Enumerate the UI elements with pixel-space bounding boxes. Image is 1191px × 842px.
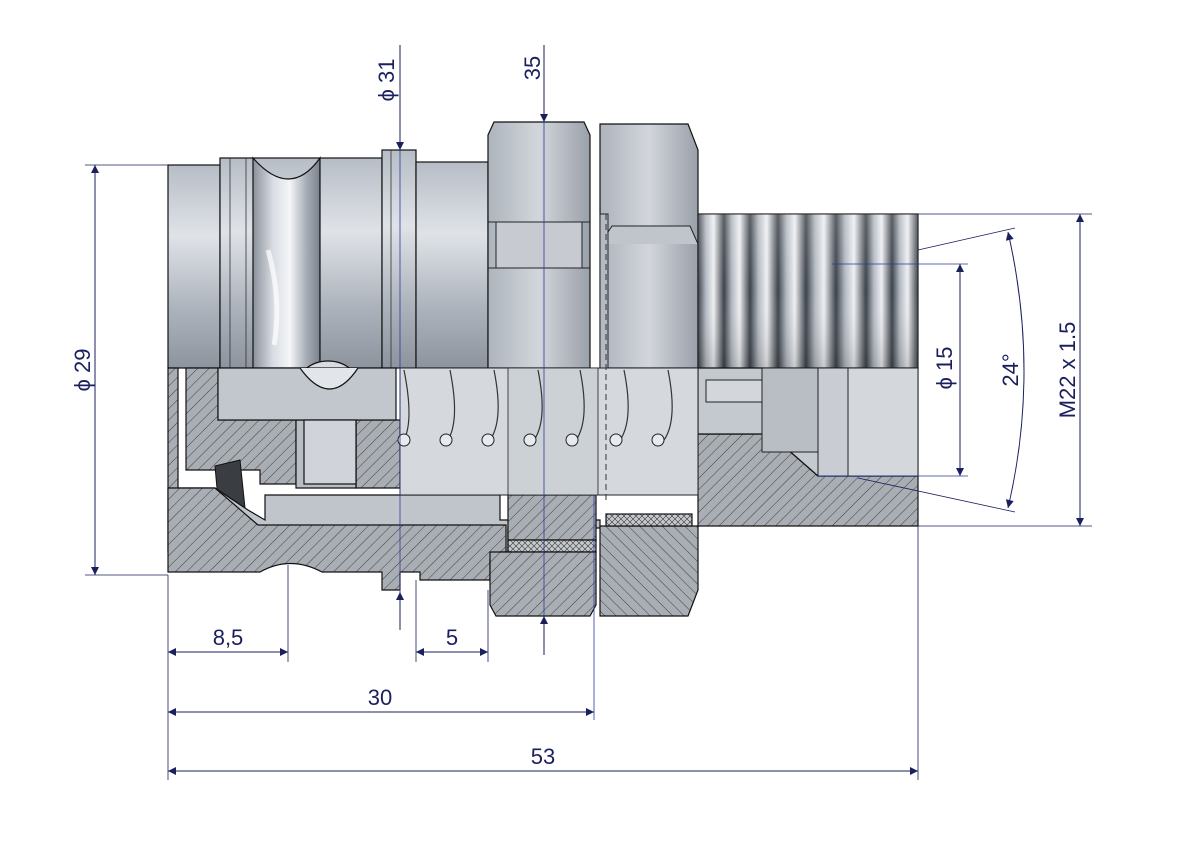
dim-label-hex-35: 35 xyxy=(520,56,545,80)
dimension-len-8-5: 8,5 xyxy=(167,565,289,780)
dimension-dia-15: ϕ 15 xyxy=(932,264,964,476)
dimension-hex-35: 35 xyxy=(520,45,548,655)
dimension-len-30: 30 xyxy=(168,685,594,716)
exterior-view xyxy=(167,121,919,369)
axis-lines xyxy=(399,118,968,720)
dim-label-len-5: 5 xyxy=(446,625,458,650)
dim-label-len-30: 30 xyxy=(368,685,392,710)
dim-label-dia-29: ϕ 29 xyxy=(70,349,95,392)
dim-label-len-8-5: 8,5 xyxy=(213,625,244,650)
dim-label-dia-15: ϕ 15 xyxy=(932,347,957,390)
dimension-dia-29: ϕ 29 xyxy=(70,164,168,576)
dim-label-dia-31: ϕ 31 xyxy=(374,59,399,102)
section-view xyxy=(167,214,919,617)
dim-label-len-53: 53 xyxy=(531,744,555,769)
dim-label-thread: M22 x 1.5 xyxy=(1055,322,1080,419)
dimension-thread: M22 x 1.5 xyxy=(918,213,1092,527)
dimension-angle-24: 24° xyxy=(857,227,1025,513)
dimension-len-5: 5 xyxy=(415,580,489,662)
dimension-dia-31: ϕ 31 xyxy=(374,45,404,630)
dimension-len-53: 53 xyxy=(168,526,919,780)
dim-label-angle-24: 24° xyxy=(998,353,1023,386)
